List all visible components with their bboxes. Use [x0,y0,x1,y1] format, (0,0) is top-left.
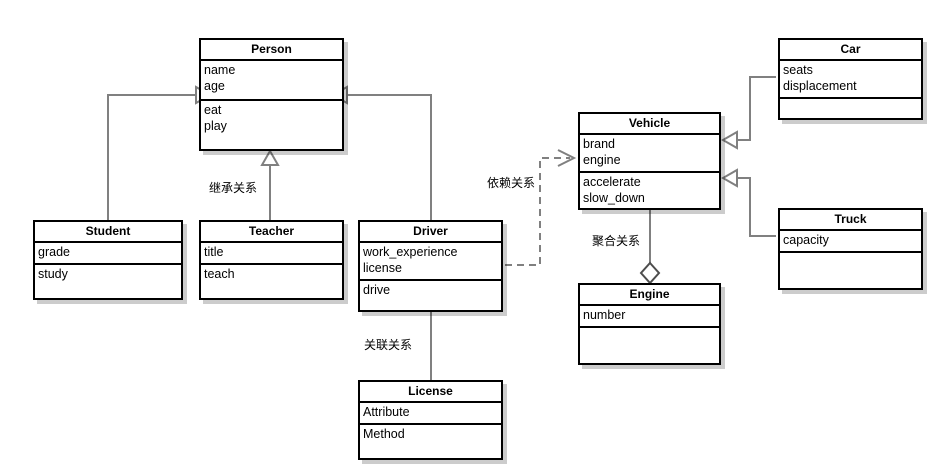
class-methods-car [780,99,921,101]
class-attributes-driver: work_experience license [360,243,501,281]
attribute-item: Attribute [363,405,410,419]
class-methods-teacher: teach [201,265,342,283]
class-methods-student: study [35,265,181,283]
class-name-car: Car [780,40,921,61]
class-box-teacher[interactable]: Teacher title teach [199,220,344,300]
class-methods-vehicle: accelerate slow_down [580,173,719,207]
connector-student-person[interactable] [107,85,213,220]
method-item: play [204,119,227,133]
attribute-item: engine [583,153,621,167]
class-box-person[interactable]: Person name age eat play [199,38,344,151]
attribute-item: name [204,63,236,77]
class-methods-driver: drive [360,281,501,299]
attribute-item: title [204,245,224,259]
class-name-student: Student [35,222,181,243]
class-box-driver[interactable]: Driver work_experience license drive [358,220,503,312]
attribute-item: age [204,79,225,93]
attribute-item: license [363,261,402,275]
class-box-engine[interactable]: Engine number [578,283,721,365]
attribute-item: work_experience [363,245,458,259]
class-box-truck[interactable]: Truck capacity [778,208,923,290]
class-name-vehicle: Vehicle [580,114,719,135]
attribute-item: brand [583,137,615,151]
connector-teacher-person[interactable] [260,148,280,220]
class-name-truck: Truck [780,210,921,231]
class-methods-truck [780,253,921,255]
method-item: teach [204,267,235,281]
class-name-teacher: Teacher [201,222,342,243]
class-name-engine: Engine [580,285,719,306]
attribute-item: grade [38,245,70,259]
class-attributes-teacher: title [201,243,342,265]
class-box-car[interactable]: Car seats displacement [778,38,923,120]
attribute-item: displacement [783,79,857,93]
relationship-label-aggregation: 聚合关系 [592,234,641,248]
attribute-item: capacity [783,233,829,247]
class-name-driver: Driver [360,222,501,243]
relationship-label-association: 关联关系 [364,338,413,352]
class-name-person: Person [201,40,342,61]
class-attributes-student: grade [35,243,181,265]
method-item: eat [204,103,222,117]
method-item: Method [363,427,405,441]
relationship-label-dependency: 依赖关系 [487,176,536,190]
class-box-vehicle[interactable]: Vehicle brand engine accelerate slow_dow… [578,112,721,210]
class-methods-license: Method [360,425,501,443]
method-item: accelerate [583,175,641,189]
class-attributes-vehicle: brand engine [580,135,719,173]
class-methods-person: eat play [201,101,342,135]
class-attributes-engine: number [580,306,719,328]
attribute-item: seats [783,63,813,77]
class-box-license[interactable]: License Attribute Method [358,380,503,460]
relationship-label-inheritance: 继承关系 [209,181,258,195]
connector-vehicle-engine-aggregation[interactable] [639,210,661,285]
class-attributes-person: name age [201,61,342,101]
connector-car-vehicle[interactable] [720,76,776,150]
class-methods-engine [580,328,719,330]
method-item: slow_down [583,191,645,205]
class-box-student[interactable]: Student grade study [33,220,183,300]
connector-driver-person[interactable] [330,85,432,220]
class-attributes-license: Attribute [360,403,501,425]
class-attributes-truck: capacity [780,231,921,253]
connector-truck-vehicle[interactable] [720,168,776,237]
class-name-license: License [360,382,501,403]
method-item: study [38,267,68,281]
method-item: drive [363,283,391,297]
attribute-item: number [583,308,626,322]
class-attributes-car: seats displacement [780,61,921,99]
connector-driver-vehicle-dependency[interactable] [505,149,577,266]
